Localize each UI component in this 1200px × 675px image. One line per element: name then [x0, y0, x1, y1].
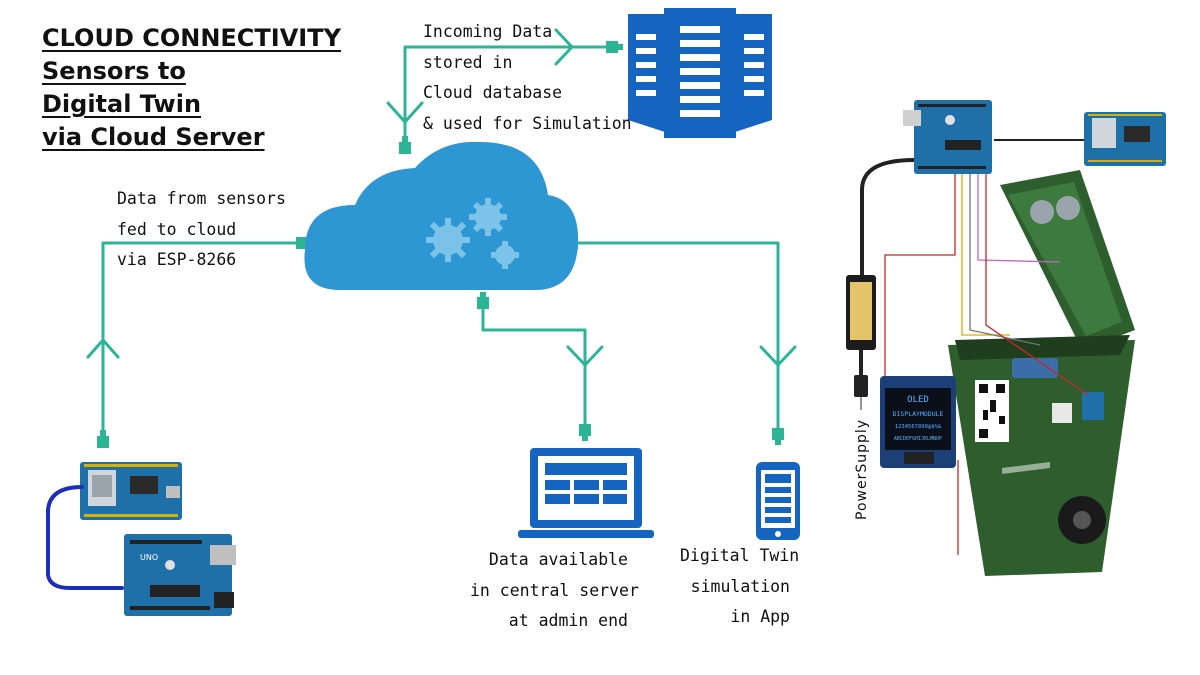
oled-display-icon: OLED DISPLAYMODULE 1234567890@$%& ABCDEF… — [880, 376, 956, 468]
server-line-1: Data available — [488, 550, 628, 569]
app-line-1: Digital Twin — [680, 546, 800, 565]
connector-to-admin-server — [481, 300, 587, 430]
incoming-line-2: stored in — [423, 52, 513, 72]
server-rack-icon — [628, 8, 772, 138]
usb-cable-icon — [46, 485, 124, 590]
sensors-to-cloud-label: Data from sensors fed to cloud via ESP-8… — [117, 184, 286, 276]
arrowhead-down-into-cloud — [386, 101, 424, 124]
esp8266-top-icon — [1084, 112, 1166, 166]
title-line-4: via Cloud Server — [42, 123, 265, 151]
smart-bin-icon — [948, 170, 1135, 576]
arrowhead-to-app — [759, 345, 797, 367]
smartphone-icon — [756, 462, 800, 540]
connector-sensors-to-cloud — [101, 241, 302, 442]
connector-to-database — [403, 45, 610, 149]
server-line-3: at admin end — [508, 611, 628, 630]
uno-label: UNO — [140, 553, 158, 562]
server-line-2: in central server — [470, 580, 639, 600]
app-line-2: simulation — [690, 576, 790, 596]
connector-to-app — [570, 241, 780, 434]
arduino-uno-icon: UNO — [124, 534, 236, 616]
arrowhead-to-admin-server — [566, 345, 604, 367]
incoming-line-1: Incoming Data — [423, 22, 553, 41]
power-supply-label: PowerSupply — [854, 419, 870, 520]
app-line-3: in App — [730, 607, 790, 626]
sensors-line-2: fed to cloud — [117, 219, 237, 239]
oled-line-2: DISPLAYMODULE — [893, 410, 944, 418]
incoming-line-3: Cloud database — [423, 83, 563, 102]
power-supply-icon — [846, 158, 915, 410]
cloud-gears-icon — [304, 141, 579, 290]
diagram-title: CLOUD CONNECTIVITY Sensors to Digital Tw… — [42, 22, 341, 154]
central-server-label: Data available in central server at admi… — [470, 545, 639, 637]
oled-line-4: ABCDEFGHIJKLMNOP — [894, 436, 942, 442]
digital-twin-app-label: Digital Twin simulation in App — [680, 541, 800, 633]
incoming-data-label: Incoming Data stored in Cloud database &… — [423, 17, 632, 139]
arrowhead-up-from-sensors — [86, 338, 120, 359]
title-line-2: Sensors to — [42, 57, 186, 85]
title-line-3: Digital Twin — [42, 90, 202, 118]
sensor-wires — [884, 174, 1089, 555]
arduino-top-icon — [903, 100, 992, 174]
oled-line-1: OLED — [907, 395, 929, 405]
sensors-line-3: via ESP-8266 — [117, 250, 237, 269]
sensors-line-1: Data from sensors — [117, 189, 286, 208]
oled-line-3: 1234567890@$%& — [895, 424, 942, 430]
arrowhead-to-database — [554, 28, 574, 66]
laptop-icon — [518, 448, 654, 538]
esp8266-icon — [80, 462, 182, 520]
incoming-line-4: & used for Simulation — [423, 113, 632, 133]
title-line-1: CLOUD CONNECTIVITY — [42, 24, 341, 52]
